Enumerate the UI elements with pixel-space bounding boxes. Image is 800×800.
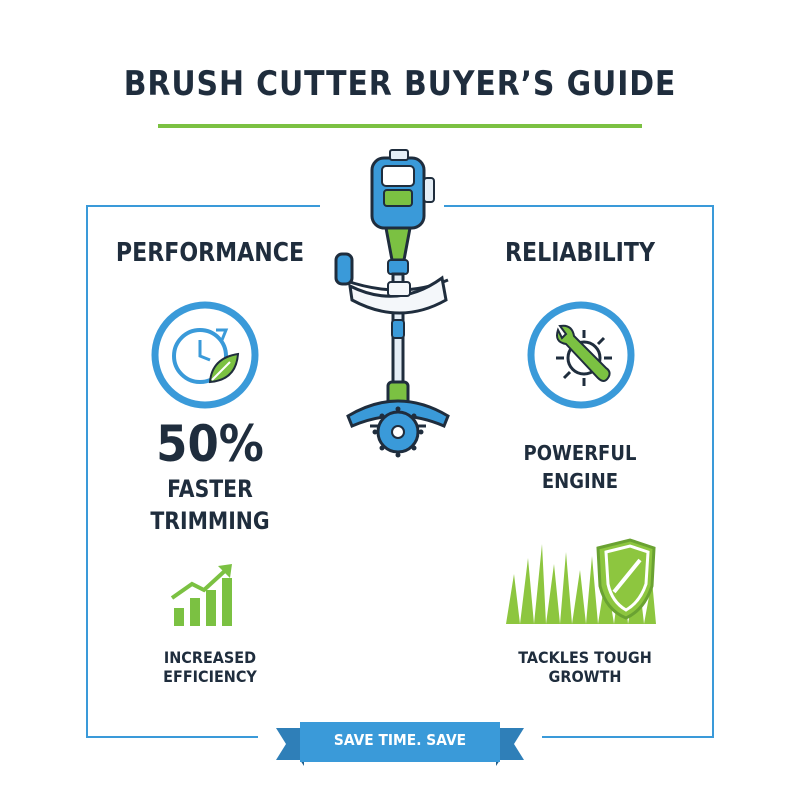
feature-line-1: POWERFUL (523, 441, 637, 465)
wrench-gear-icon (527, 301, 635, 409)
banner-ribbon (276, 722, 524, 766)
brush-cutter-illustration (334, 149, 450, 458)
stat-line-2: TRIMMING (150, 507, 270, 535)
clock-leaf-icon (151, 301, 259, 409)
page-title: BRUSH CUTTER BUYER’S GUIDE (123, 64, 677, 104)
reliability-heading: RELIABILITY (505, 238, 655, 268)
stat-line-1: FASTER (167, 475, 253, 503)
performance-heading: PERFORMANCE (115, 238, 305, 268)
growth-caption: TACKLES TOUGH GROWTH (518, 648, 652, 686)
growth-bar-chart-icon (170, 564, 232, 626)
feature-line-2: ENGINE (541, 469, 619, 493)
title-underline (158, 124, 642, 128)
banner-text: SAVE TIME. SAVE ENERGY. (333, 731, 467, 781)
stat-value: 50% (156, 415, 264, 473)
efficiency-caption: INCREASED EFFICIENCY (163, 648, 257, 686)
grass-shield-icon (506, 538, 656, 624)
